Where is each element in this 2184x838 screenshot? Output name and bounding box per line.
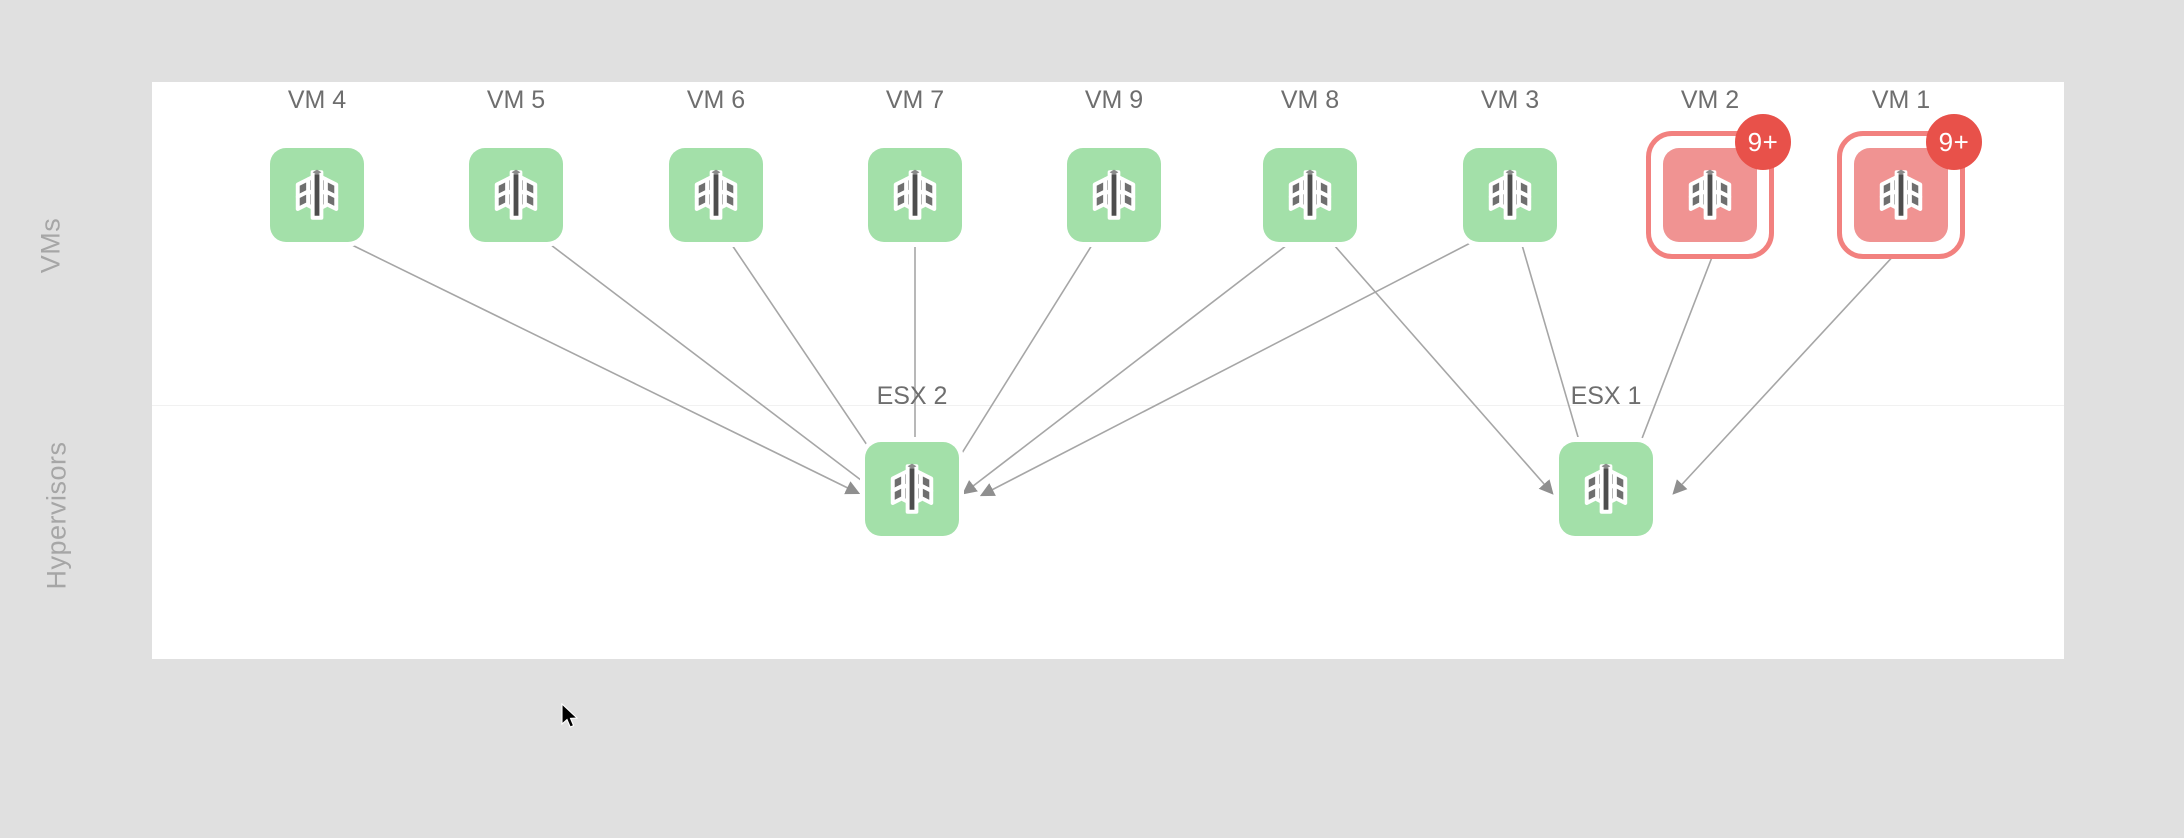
server-cube-icon bbox=[1879, 169, 1923, 220]
lane-divider bbox=[152, 405, 2064, 406]
node-box-vm8[interactable] bbox=[1263, 148, 1357, 242]
node-badge-vm2[interactable]: 9+ bbox=[1735, 114, 1791, 170]
node-box-esx1[interactable] bbox=[1559, 442, 1653, 536]
edge-vm4-esx2 bbox=[351, 244, 861, 495]
node-label-esx1: ESX 1 bbox=[1570, 382, 1642, 410]
node-vm5[interactable]: VM 5 bbox=[464, 86, 568, 247]
edge-vm8-esx1 bbox=[1333, 244, 1554, 495]
node-vm7[interactable]: VM 7 bbox=[863, 86, 967, 247]
node-label-vm7: VM 7 bbox=[885, 86, 945, 114]
node-label-vm4: VM 4 bbox=[287, 86, 347, 114]
server-cube-icon bbox=[1584, 463, 1628, 514]
node-box-vm1[interactable] bbox=[1854, 148, 1948, 242]
node-box-esx2[interactable] bbox=[865, 442, 959, 536]
node-vm6[interactable]: VM 6 bbox=[664, 86, 768, 247]
server-cube-icon bbox=[1092, 169, 1136, 220]
node-label-vm6: VM 6 bbox=[686, 86, 746, 114]
node-esx1[interactable]: ESX 1 bbox=[1554, 382, 1658, 541]
node-badge-vm1[interactable]: 9+ bbox=[1926, 114, 1982, 170]
server-cube-icon bbox=[1688, 169, 1732, 220]
node-vm3[interactable]: VM 3 bbox=[1458, 86, 1562, 247]
node-box-vm6[interactable] bbox=[669, 148, 763, 242]
node-box-vm4[interactable] bbox=[270, 148, 364, 242]
lane-label-hypervisors: Hypervisors bbox=[41, 441, 72, 590]
node-vm9[interactable]: VM 9 bbox=[1062, 86, 1166, 247]
node-box-vm5[interactable] bbox=[469, 148, 563, 242]
node-label-vm8: VM 8 bbox=[1280, 86, 1340, 114]
server-cube-icon bbox=[494, 169, 538, 220]
edge-vm1-esx1 bbox=[1672, 251, 1898, 495]
server-cube-icon bbox=[295, 169, 339, 220]
node-box-vm9[interactable] bbox=[1067, 148, 1161, 242]
node-label-vm1: VM 1 bbox=[1871, 86, 1931, 114]
node-label-vm5: VM 5 bbox=[486, 86, 546, 114]
edge-vm9-esx2 bbox=[940, 244, 1093, 488]
server-cube-icon bbox=[890, 463, 934, 514]
node-box-vm2[interactable] bbox=[1663, 148, 1757, 242]
edge-vm8-esx2 bbox=[962, 244, 1288, 495]
node-vm4[interactable]: VM 4 bbox=[265, 86, 369, 247]
node-box-vm7[interactable] bbox=[868, 148, 962, 242]
edge-vm5-esx2 bbox=[550, 244, 880, 495]
server-cube-icon bbox=[1488, 169, 1532, 220]
server-cube-icon bbox=[694, 169, 738, 220]
server-cube-icon bbox=[1288, 169, 1332, 220]
node-label-vm9: VM 9 bbox=[1084, 86, 1144, 114]
mouse-pointer-icon bbox=[561, 703, 579, 728]
node-label-vm2: VM 2 bbox=[1680, 86, 1740, 114]
edge-vm3-esx2 bbox=[979, 236, 1483, 497]
lane-label-vms: VMs bbox=[35, 217, 66, 274]
server-cube-icon bbox=[893, 169, 937, 220]
node-box-vm3[interactable] bbox=[1463, 148, 1557, 242]
node-vm8[interactable]: VM 8 bbox=[1258, 86, 1362, 247]
node-label-vm3: VM 3 bbox=[1480, 86, 1540, 114]
node-esx2[interactable]: ESX 2 bbox=[860, 382, 964, 541]
node-label-esx2: ESX 2 bbox=[876, 382, 948, 410]
